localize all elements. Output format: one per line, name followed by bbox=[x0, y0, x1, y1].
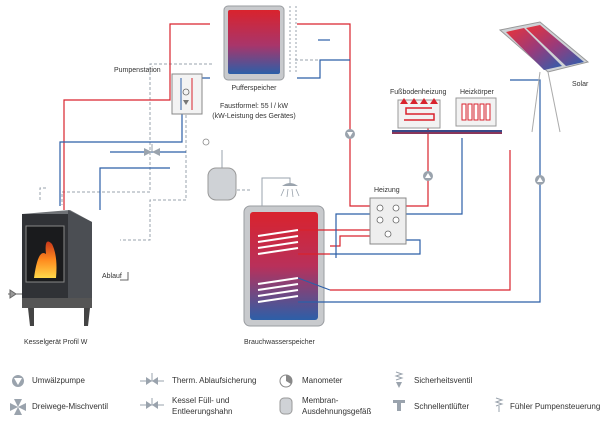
pump-icon bbox=[535, 175, 545, 185]
rule-of-thumb-label: Faustformel: 55 l / kW bbox=[219, 103, 289, 110]
legend-expansion-vessel-1: Membran- bbox=[302, 396, 339, 405]
legend-fill-drain-2: Entleerungshahn bbox=[172, 407, 233, 416]
legend-quick-vent: Schnellentlüfter bbox=[414, 402, 470, 411]
expansion-vessel-icon bbox=[202, 138, 237, 201]
heating-distributor bbox=[369, 197, 407, 245]
floor-heating-label: Fußbodenheizung bbox=[390, 89, 447, 96]
stove-label: Kesselgerät Profil W bbox=[24, 339, 88, 346]
legend-expansion-vessel-2: Ausdehnungsgefäß bbox=[302, 407, 372, 416]
pump-icon bbox=[345, 129, 355, 139]
legend-sensor: Fühler Pumpensteuerung bbox=[510, 402, 600, 411]
shower-icon bbox=[261, 177, 300, 206]
solar-panel-icon bbox=[498, 21, 590, 133]
three-way-valve-icon bbox=[144, 144, 160, 156]
manometer-icon bbox=[279, 374, 293, 388]
heating-label: Heizung bbox=[374, 187, 400, 194]
buffer-tank bbox=[223, 5, 285, 81]
radiator-label: Heizkörper bbox=[460, 89, 494, 96]
legend-manometer: Manometer bbox=[302, 376, 343, 385]
legend-fill-drain-1: Kessel Füll- und bbox=[172, 396, 230, 405]
hot-water-tank bbox=[243, 205, 331, 327]
radiator bbox=[455, 97, 497, 127]
floor-heating bbox=[397, 98, 441, 129]
expansion-vessel-icon bbox=[279, 397, 293, 415]
safety-valve-icon bbox=[394, 371, 404, 388]
legend-three-way-valve: Dreiwege-Mischventil bbox=[32, 402, 109, 411]
pump-station bbox=[171, 73, 203, 115]
legend-safety-valve: Sicherheitsventil bbox=[414, 376, 473, 385]
solar-label: Solar bbox=[572, 81, 589, 88]
pump-icon bbox=[423, 171, 433, 181]
quick-vent-icon bbox=[393, 400, 405, 411]
legend-circulation-pump: Umwälzpumpe bbox=[32, 376, 85, 385]
distribution-bar bbox=[392, 130, 502, 134]
kw-output-label: (kW-Leistung des Gerätes) bbox=[212, 113, 296, 120]
sensor-icon bbox=[494, 397, 504, 412]
fill-drain-tap-icon bbox=[140, 398, 164, 409]
legend-thermal-valve: Therm. Ablaufsicherung bbox=[172, 376, 257, 385]
legend bbox=[10, 371, 504, 415]
pump-icon bbox=[12, 375, 24, 387]
hot-water-tank-label: Brauchwasserspeicher bbox=[244, 339, 315, 346]
buffer-tank-label: Pufferspeicher bbox=[231, 85, 277, 92]
drain-label: Ablauf bbox=[102, 273, 122, 280]
stove-icon bbox=[8, 210, 129, 326]
thermal-valve-icon bbox=[140, 373, 164, 385]
pump-station-label: Pumpenstation bbox=[114, 67, 161, 74]
three-way-valve-icon bbox=[10, 399, 26, 415]
